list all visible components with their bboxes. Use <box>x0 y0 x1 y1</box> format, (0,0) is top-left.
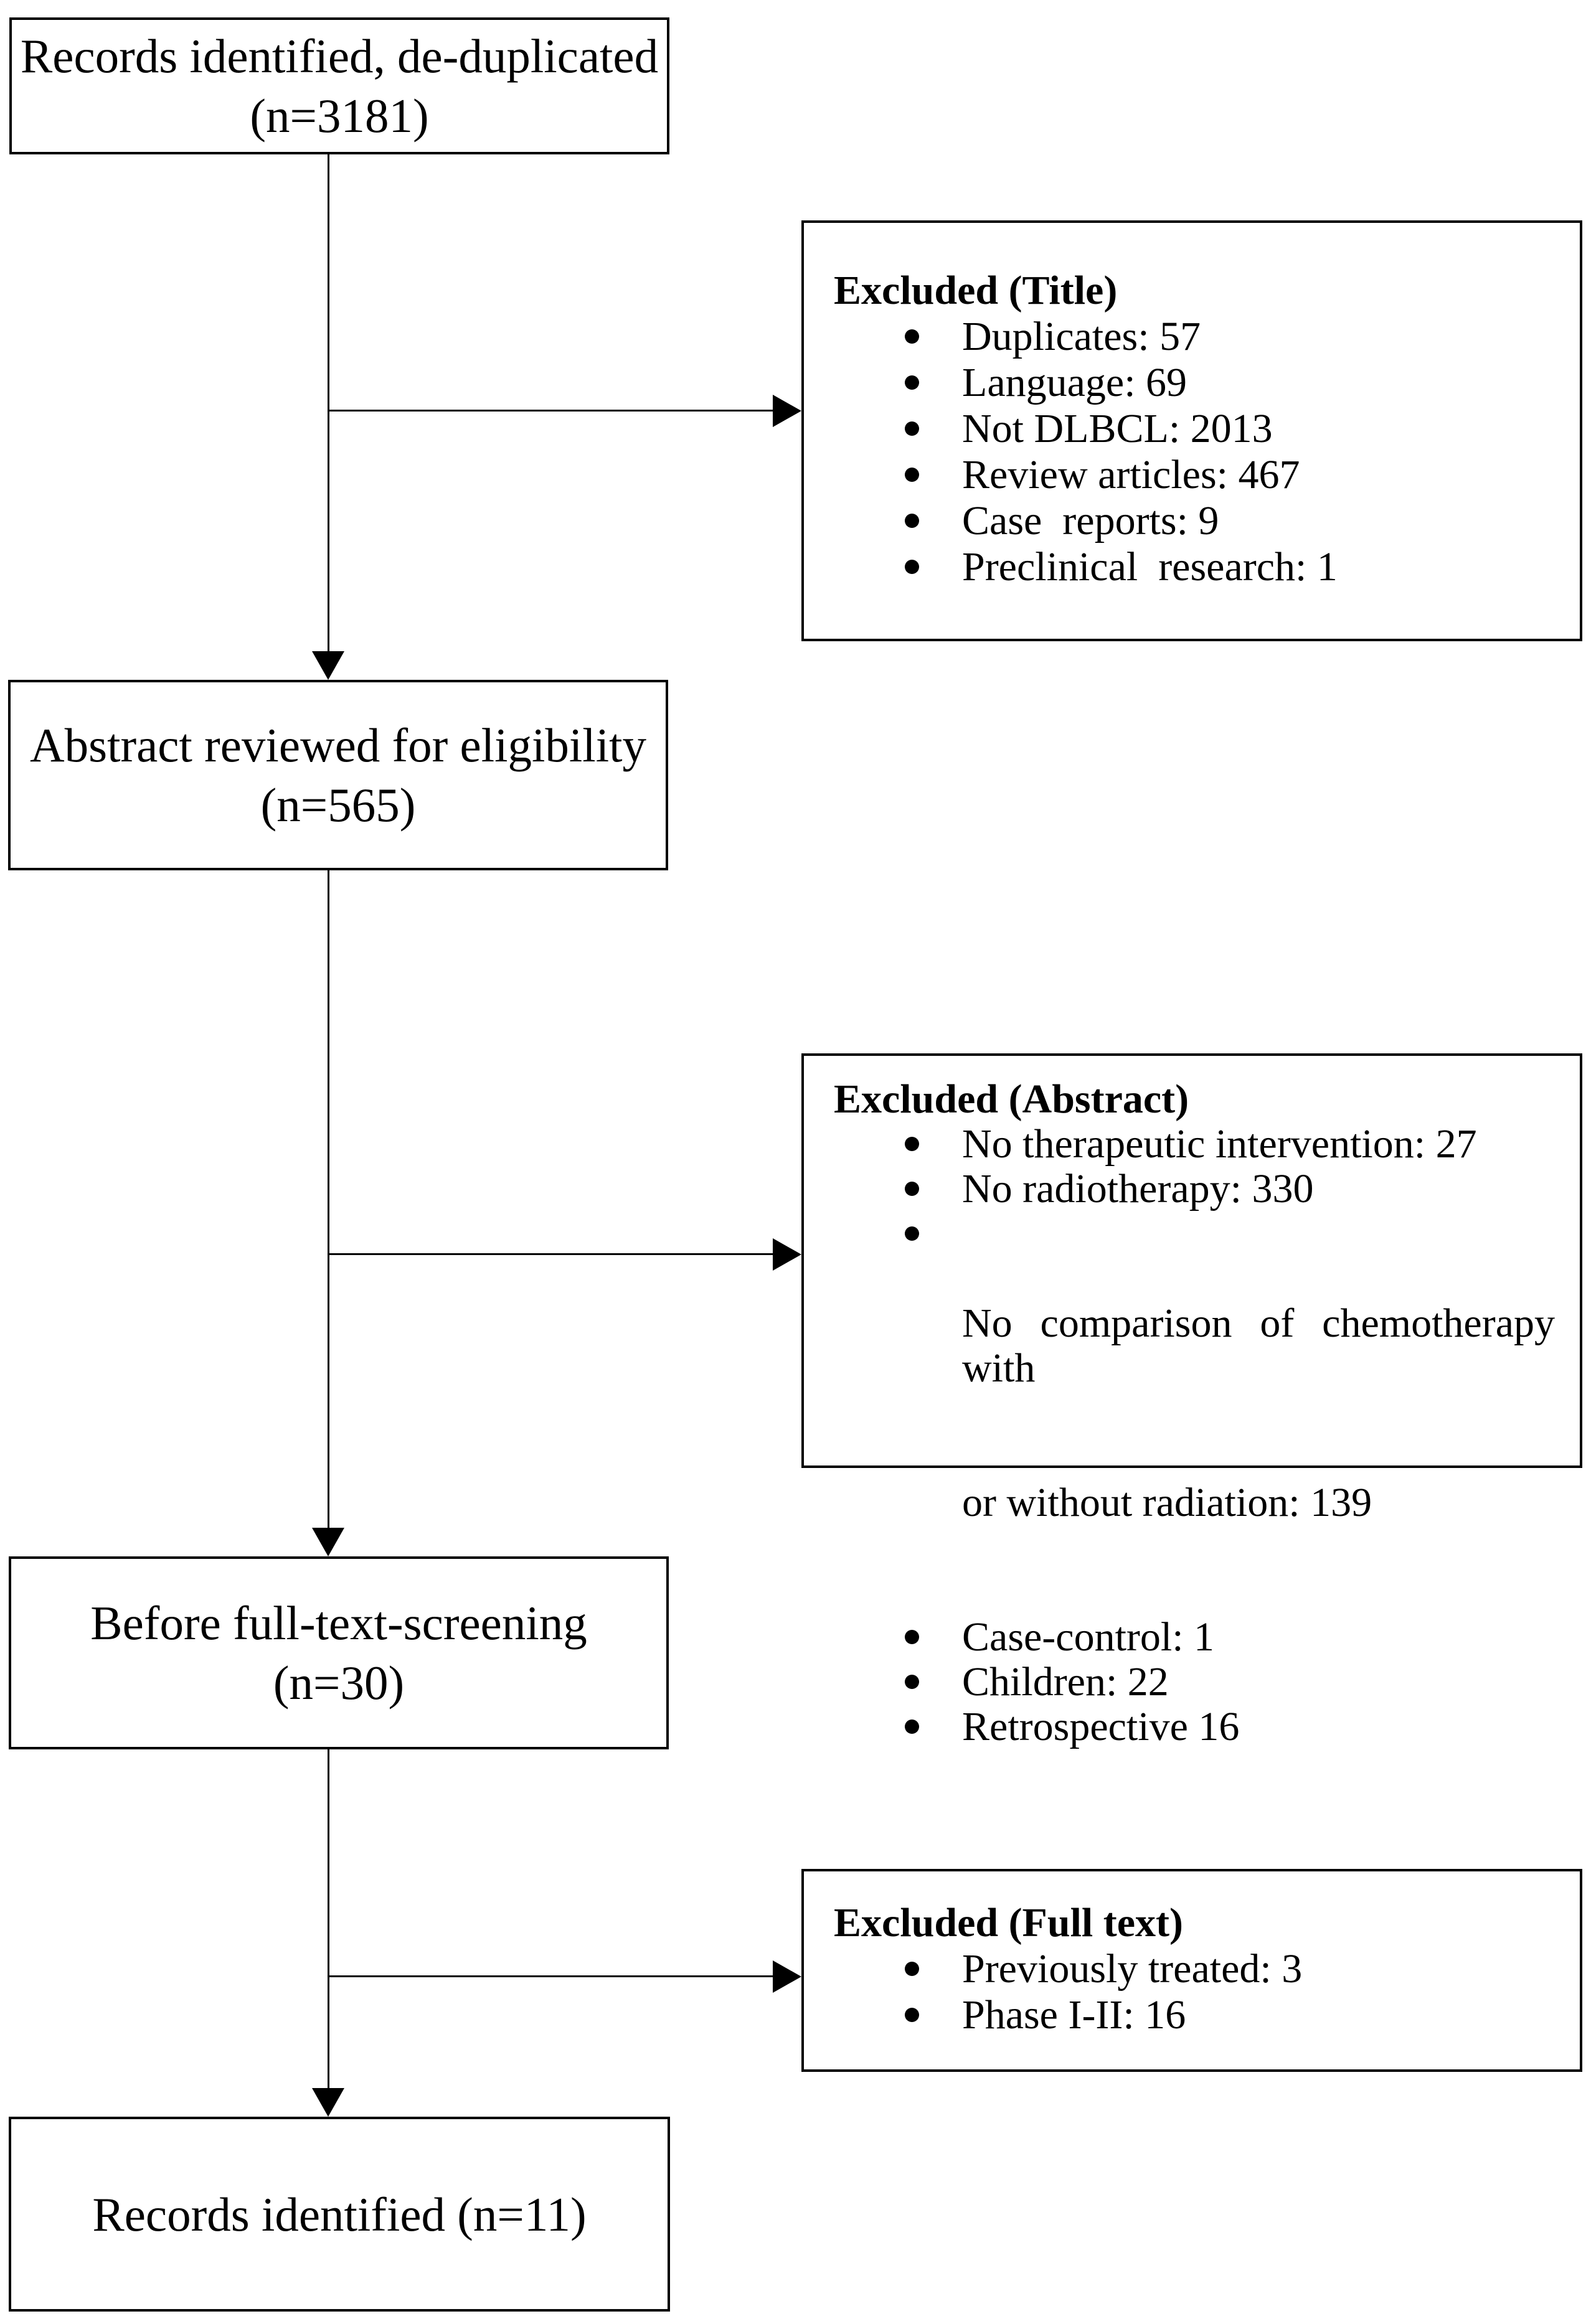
exclusion-item: Previously treated: 3 <box>834 1946 1555 1992</box>
arrowhead-down-icon <box>312 651 344 680</box>
exclusion-item: Case reports: 9 <box>834 498 1555 544</box>
flow-box-count: (n=565) <box>260 778 416 832</box>
flow-box-records-final: Records identified (n=11) <box>9 2117 670 2312</box>
exclusion-box-abstract-screen: Excluded (Abstract) No therapeutic inter… <box>801 1053 1582 1749</box>
exclusion-item: Duplicates: 57 <box>834 314 1555 360</box>
exclusion-item: Language: 69 <box>834 360 1555 406</box>
exclusion-item: No comparison of chemotherapy with or wi… <box>834 1211 1555 1615</box>
exclusion-item: Phase I-II: 16 <box>834 1992 1555 2038</box>
exclusion-item: No therapeutic intervention: 27 <box>834 1122 1555 1167</box>
flow-box-text-line: Records identified (n=11) <box>92 2187 587 2241</box>
flow-box-text-line: Abstract reviewed for eligibility <box>30 718 646 772</box>
arrowhead-right-icon <box>773 1960 801 1993</box>
exclusion-item-wrapped-line-1: No comparison of chemotherapy with <box>962 1301 1565 1391</box>
connector-line-horizontal-1 <box>328 410 773 412</box>
exclusion-list: No therapeutic intervention: 27 No radio… <box>834 1122 1555 1749</box>
flow-box-records-identified: Records identified, de-duplicated (n=318… <box>9 17 669 154</box>
connector-line-horizontal-2 <box>328 1253 773 1255</box>
flow-box-count: (n=3181) <box>250 89 429 143</box>
exclusion-box-heading: Excluded (Abstract) <box>834 1076 1189 1122</box>
exclusion-box-title-screen: Excluded (Title) Duplicates: 57 Language… <box>801 220 1582 641</box>
connector-line-vertical-2 <box>328 870 329 1530</box>
connector-line-horizontal-3 <box>328 1975 773 1977</box>
flow-box-text-line: Records identified, de-duplicated <box>20 29 659 83</box>
arrowhead-down-icon <box>312 1528 344 1556</box>
exclusion-box-heading: Excluded (Title) <box>834 268 1118 313</box>
arrowhead-right-icon <box>773 1238 801 1271</box>
arrowhead-right-icon <box>773 395 801 427</box>
arrowhead-down-icon <box>312 2088 344 2117</box>
exclusion-item: Preclinical research: 1 <box>834 544 1555 590</box>
exclusion-item: Children: 22 <box>834 1660 1555 1705</box>
exclusion-item-wrapped-line-2: or without radiation: 139 <box>962 1480 1372 1525</box>
exclusion-box-fulltext-screen: Excluded (Full text) Previously treated:… <box>801 1869 1582 2072</box>
exclusion-item: No radiotherapy: 330 <box>834 1167 1555 1211</box>
exclusion-box-heading: Excluded (Full text) <box>834 1900 1183 1945</box>
flow-box-text-line: Before full-text-screening <box>90 1596 587 1650</box>
exclusion-item: Retrospective 16 <box>834 1705 1555 1749</box>
exclusion-list: Duplicates: 57 Language: 69 Not DLBCL: 2… <box>834 314 1555 590</box>
exclusion-list: Previously treated: 3 Phase I-II: 16 <box>834 1946 1555 2038</box>
connector-line-vertical-1 <box>328 154 329 655</box>
flow-box-abstract-reviewed: Abstract reviewed for eligibility (n=565… <box>8 680 668 870</box>
exclusion-item: Case-control: 1 <box>834 1615 1555 1660</box>
flow-box-before-fulltext-screening: Before full-text-screening (n=30) <box>9 1556 669 1749</box>
connector-line-vertical-3 <box>328 1749 329 2091</box>
exclusion-item: Not DLBCL: 2013 <box>834 406 1555 452</box>
exclusion-item: Review articles: 467 <box>834 452 1555 498</box>
flow-box-count: (n=30) <box>273 1656 405 1710</box>
